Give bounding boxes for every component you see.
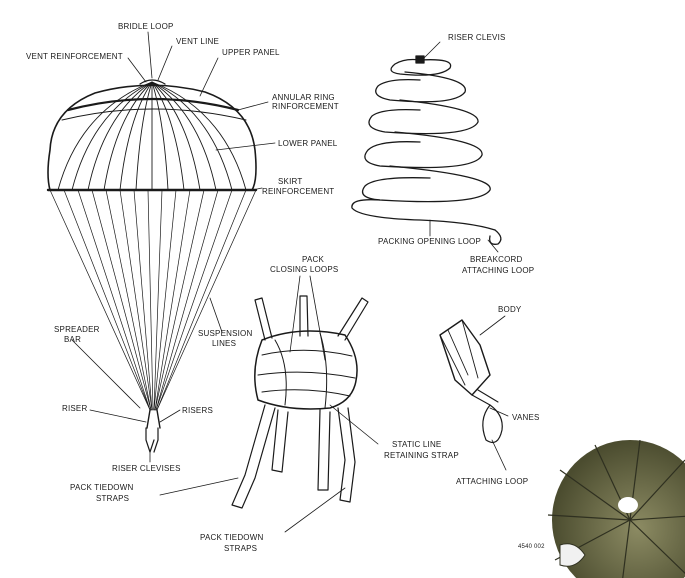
label-spreader-2: BAR	[64, 335, 81, 344]
deployment-bag-illustration	[232, 296, 368, 508]
label-spreader-1: SPREADER	[54, 325, 100, 334]
label-bridle-loop: BRIDLE LOOP	[118, 22, 174, 31]
label-annular-ring-2: RINFORCEMENT	[272, 102, 339, 111]
label-lower-panel: LOWER PANEL	[278, 139, 338, 148]
label-pack-tiedown-a-1: PACK TIEDOWN	[70, 483, 133, 492]
label-upper-panel: UPPER PANEL	[222, 48, 280, 57]
label-pack-tiedown-a-2: STRAPS	[96, 494, 129, 503]
label-pack-closing-2: CLOSING LOOPS	[270, 265, 338, 274]
label-skirt-2: REINFORCEMENT	[262, 187, 334, 196]
label-riser: RISER	[62, 404, 87, 413]
canopy-photo-inset	[548, 440, 685, 578]
label-riser-clevises: RISER CLEVISES	[112, 464, 181, 473]
label-packing-opening-loop: PACKING OPENING LOOP	[378, 237, 481, 246]
label-suspension-1: SUSPENSION	[198, 329, 252, 338]
label-breakcord-1: BREAKCORD	[470, 255, 522, 264]
label-skirt-1: SKIRT	[278, 177, 302, 186]
label-figure-number: 4540 002	[518, 544, 545, 550]
label-vent-line: VENT LINE	[176, 37, 219, 46]
label-breakcord-2: ATTACHING LOOP	[462, 266, 534, 275]
pilot-chute-illustration	[440, 320, 502, 442]
label-annular-ring-1: ANNULAR RING	[272, 93, 335, 102]
label-risers: RISERS	[182, 406, 213, 415]
static-line-coil-illustration	[352, 56, 501, 244]
label-static-line-2: RETAINING STRAP	[384, 451, 459, 460]
label-static-line-1: STATIC LINE	[392, 440, 441, 449]
label-vent-reinforcement: VENT REINFORCEMENT	[26, 52, 123, 61]
label-pack-tiedown-b-1: PACK TIEDOWN	[200, 533, 263, 542]
label-attaching-loop: ATTACHING LOOP	[456, 477, 528, 486]
label-body: BODY	[498, 305, 522, 314]
label-riser-clevis: RISER CLEVIS	[448, 33, 506, 42]
label-pack-tiedown-b-2: STRAPS	[224, 544, 257, 553]
label-suspension-2: LINES	[212, 339, 236, 348]
label-pack-closing-1: PACK	[302, 255, 324, 264]
label-vanes: VANES	[512, 413, 540, 422]
canopy-illustration	[48, 80, 256, 452]
